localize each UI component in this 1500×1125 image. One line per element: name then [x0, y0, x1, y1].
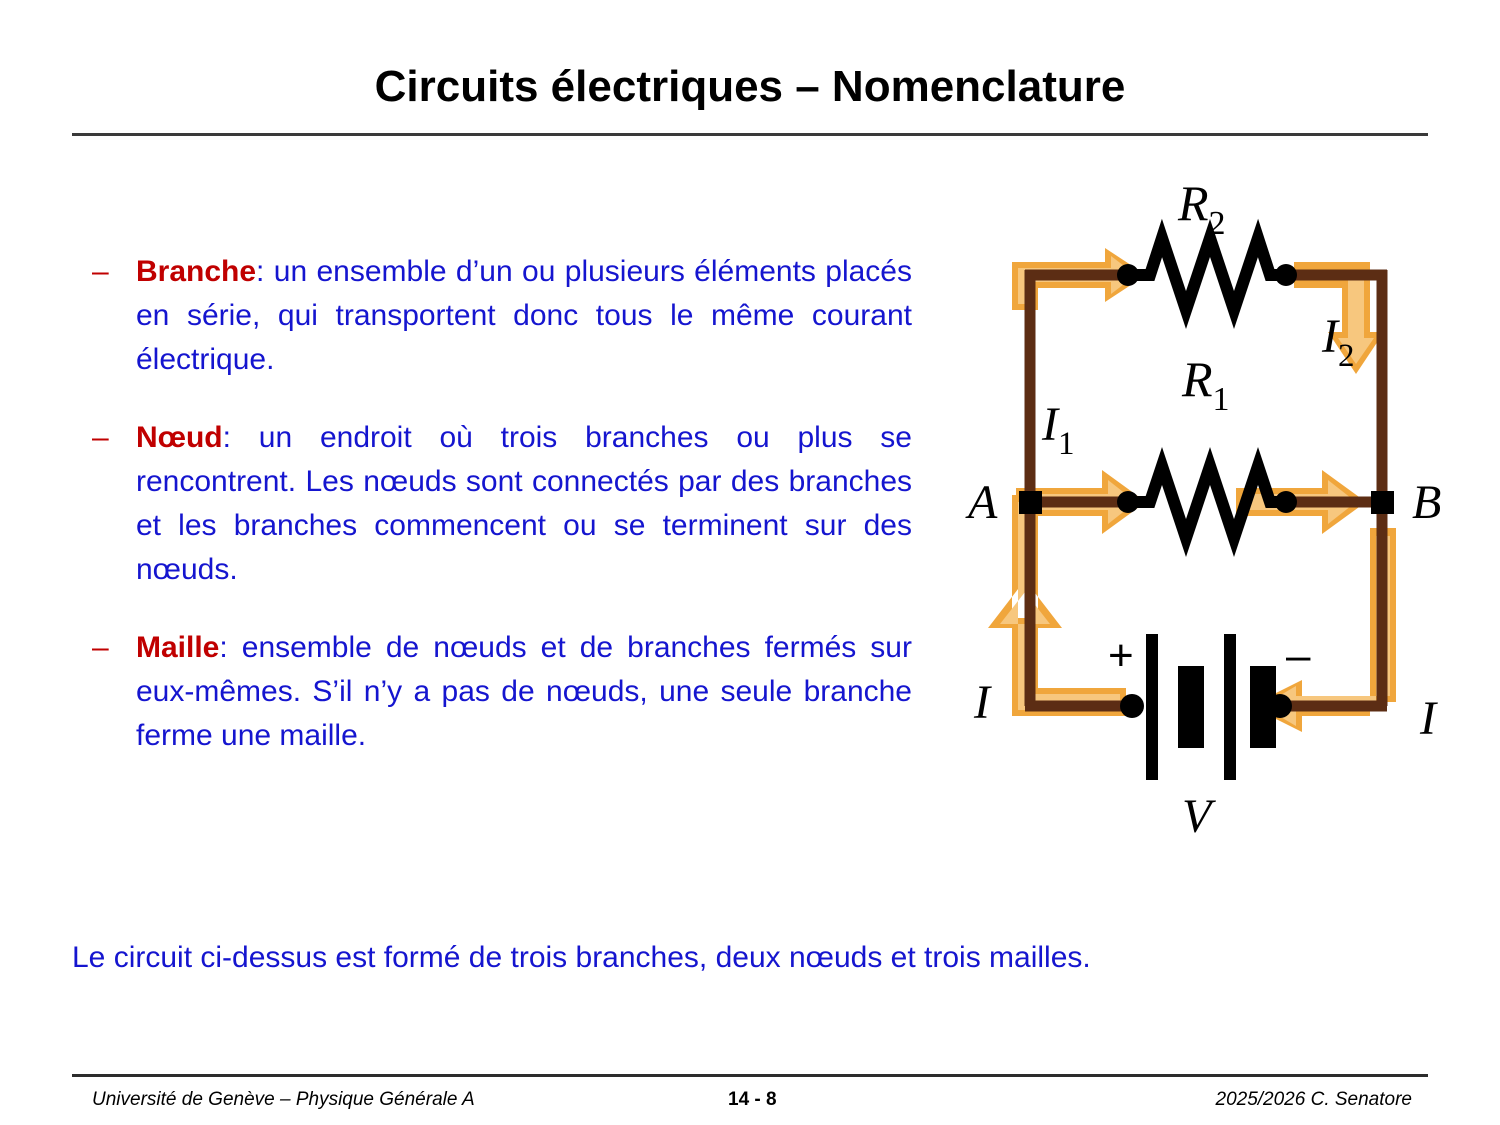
- label-battery-minus: –: [1286, 631, 1311, 680]
- bullet-dash-icon: –: [92, 631, 109, 664]
- title-divider: [72, 133, 1428, 136]
- term-label: Nœud: [136, 421, 223, 454]
- list-item: – Maille: ensemble de nœuds et de branch…: [92, 626, 912, 758]
- label-i2-subscript: 2: [1338, 338, 1355, 374]
- resistor-r1: [1117, 447, 1297, 557]
- battery-plate-short-1: [1178, 666, 1204, 748]
- resistor-r2-zigzag: [1122, 218, 1292, 329]
- label-i1-subscript: 1: [1058, 426, 1075, 462]
- term-separator: :: [219, 631, 228, 664]
- definition-text: un endroit où trois branches ou plus se …: [136, 421, 912, 586]
- battery-positive-terminal-dot: [1120, 694, 1144, 718]
- label-r2: R2: [1177, 175, 1226, 242]
- label-r2-main: R: [1177, 175, 1209, 231]
- definition-branche: Branche: un ensemble d’un ou plusieurs é…: [136, 250, 912, 382]
- battery-negative-terminal-dot: [1268, 694, 1292, 718]
- term-separator: :: [256, 255, 265, 288]
- list-item: – Branche: un ensemble d’un ou plusieurs…: [92, 250, 912, 382]
- definitions-list: – Branche: un ensemble d’un ou plusieurs…: [92, 250, 912, 792]
- label-node-a: A: [965, 476, 998, 529]
- definition-maille: Maille: ensemble de nœuds et de branches…: [136, 626, 912, 758]
- node-a-marker: [1019, 491, 1042, 514]
- bullet-dash-icon: –: [92, 421, 109, 454]
- battery-plate-long-2: [1224, 634, 1236, 780]
- label-battery-plus: +: [1108, 631, 1134, 680]
- node-b-marker: [1371, 491, 1394, 514]
- battery-symbol: [1120, 634, 1292, 780]
- label-r1: R1: [1181, 351, 1230, 418]
- resistor-r1-zigzag: [1122, 447, 1292, 557]
- label-r1-main: R: [1181, 351, 1213, 407]
- footer-author-label: 2025/2026 C. Senatore: [1215, 1089, 1413, 1110]
- label-i1: I1: [1041, 398, 1074, 462]
- list-item: – Nœud: un endroit où trois branches ou …: [92, 416, 912, 592]
- resistor-r2: [1117, 218, 1297, 329]
- conclusion-text: Le circuit ci-dessus est formé de trois …: [72, 941, 1091, 974]
- term-label: Maille: [136, 631, 220, 664]
- term-separator: :: [222, 421, 231, 454]
- footer-course-label: Université de Genève – Physique Générale…: [92, 1089, 475, 1110]
- arrow-top-right-i2-highlight: [1338, 270, 1374, 364]
- battery-plate-long-1: [1146, 634, 1158, 780]
- label-r2-subscript: 2: [1209, 205, 1226, 242]
- label-i2-main: I: [1321, 310, 1340, 363]
- definition-text: ensemble de nœuds et de branches fermés …: [136, 631, 912, 752]
- footer-divider: [72, 1074, 1428, 1077]
- label-i2: I2: [1321, 310, 1354, 374]
- label-current-left: I: [973, 676, 992, 729]
- label-i1-main: I: [1041, 398, 1060, 451]
- label-battery-voltage: V: [1182, 790, 1216, 843]
- label-node-b: B: [1412, 476, 1441, 529]
- page-title: Circuits électriques – Nomenclature: [374, 62, 1126, 111]
- definition-noeud: Nœud: un endroit où trois branches ou pl…: [136, 416, 912, 592]
- label-r1-subscript: 1: [1213, 381, 1230, 418]
- definition-text: un ensemble d’un ou plusieurs éléments p…: [136, 255, 912, 376]
- circuit-wires: [1024, 269, 1388, 712]
- slide-number: 14 - 8: [728, 1089, 777, 1110]
- label-current-right: I: [1419, 692, 1438, 745]
- term-label: Branche: [136, 255, 257, 288]
- bullet-dash-icon: –: [92, 255, 109, 288]
- circuit-diagram: R2 R1 I1 I2 A B I I V + –: [950, 150, 1490, 850]
